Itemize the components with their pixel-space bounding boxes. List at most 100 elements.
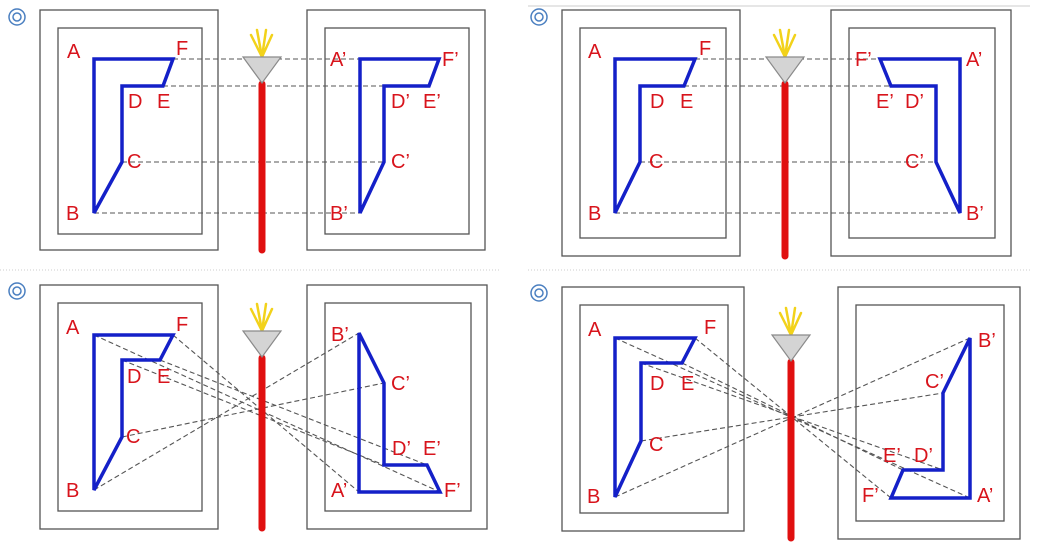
image-board-outer	[306, 284, 488, 530]
vertex-label-b: B	[588, 203, 601, 225]
vertex-label-b: B	[66, 203, 79, 225]
vertex-label-a2: A’	[330, 49, 346, 71]
lamp-ray	[255, 28, 264, 59]
object-board-outer	[39, 284, 219, 530]
vertex-label-f: F	[699, 38, 711, 60]
image-board-inner	[324, 27, 470, 235]
vertex-label-e: E	[681, 373, 694, 395]
vertex-label-c: C	[649, 151, 663, 173]
image-board-inner	[848, 27, 996, 239]
vertex-label-a: A	[588, 319, 602, 341]
image-board-outer	[830, 9, 1012, 257]
vertex-label-c2: C’	[905, 151, 924, 173]
vertex-label-c2: C’	[925, 371, 944, 393]
object-board-inner	[57, 27, 203, 235]
object-board-outer	[561, 286, 745, 532]
object-shape	[92, 333, 176, 491]
vertex-label-f: F	[176, 38, 188, 60]
vertex-label-f: F	[176, 314, 188, 336]
lamp-icon	[241, 302, 283, 359]
lamp-ray	[260, 302, 268, 333]
lamp-ray	[789, 311, 803, 337]
projection-line	[121, 382, 385, 438]
vertex-label-d2: D’	[392, 438, 411, 460]
vertex-label-b: B	[587, 486, 600, 508]
projection-line	[172, 334, 360, 493]
vertex-label-c: C	[126, 426, 140, 448]
lamp-ray	[260, 307, 274, 333]
object-shape	[92, 57, 176, 214]
lamp-icon	[241, 28, 283, 85]
vertex-label-d: D	[650, 373, 664, 395]
vertex-label-e2: E’	[876, 91, 894, 113]
vertex-label-d2: D’	[905, 91, 924, 113]
image-shape	[358, 57, 442, 214]
lamp-ray	[260, 33, 274, 59]
vertex-label-e2: E’	[883, 445, 901, 467]
lamp-shade	[764, 56, 806, 85]
vertex-label-e: E	[157, 366, 170, 388]
vertex-label-a2: A’	[966, 49, 982, 71]
vertex-label-c: C	[649, 434, 663, 456]
vertex-label-d: D	[650, 91, 664, 113]
lamp-ray	[783, 28, 791, 59]
vertex-label-a: A	[588, 41, 602, 63]
vertex-label-f: F	[704, 317, 716, 339]
projection-line	[93, 332, 360, 491]
circle-bullet-icon	[530, 8, 548, 26]
vertex-label-e: E	[157, 91, 170, 113]
image-shape	[877, 57, 962, 214]
vertex-label-b: B	[66, 480, 79, 502]
vertex-label-f2: F’	[862, 485, 879, 507]
object-board-outer	[39, 9, 219, 251]
object-board-outer	[561, 9, 741, 257]
image-board-inner	[324, 302, 472, 512]
circle-bullet-icon	[530, 284, 548, 302]
circle-bullet-icon	[8, 282, 26, 300]
lamp-shade	[241, 330, 283, 359]
lamp-shade	[241, 56, 283, 85]
lamp-ray	[783, 33, 797, 59]
vertex-label-f2: F’	[444, 480, 461, 502]
image-board-outer	[837, 286, 1021, 540]
object-shape	[613, 57, 698, 214]
vertex-label-a2: A’	[977, 485, 993, 507]
lamp-ray	[255, 302, 264, 333]
object-shape	[613, 336, 698, 498]
image-board-outer	[306, 9, 486, 251]
vertex-label-d2: D’	[914, 445, 933, 467]
vertex-label-f2: F’	[855, 49, 872, 71]
vertex-label-e2: E’	[423, 438, 441, 460]
image-board-inner	[855, 304, 1005, 522]
lamp-ray	[784, 306, 793, 337]
image-shape	[888, 337, 972, 500]
image-shape	[357, 332, 443, 494]
vertex-label-a2: A’	[331, 480, 347, 502]
vertex-label-c2: C’	[391, 151, 410, 173]
object-board-inner	[579, 27, 727, 239]
lamp-shade	[770, 334, 812, 363]
vertex-label-d2: D’	[391, 91, 410, 113]
vertex-label-e2: E’	[423, 91, 441, 113]
vertex-label-a: A	[67, 41, 81, 63]
vertex-label-b2: B’	[978, 330, 996, 352]
vertex-label-b2: B’	[331, 324, 349, 346]
object-board-inner	[57, 302, 203, 512]
projection-line	[121, 359, 385, 466]
vertex-label-b2: B’	[330, 203, 348, 225]
lamp-ray	[260, 28, 268, 59]
lamp-ray	[778, 28, 787, 59]
vertex-label-c: C	[127, 151, 141, 173]
vertex-label-a: A	[66, 317, 80, 339]
object-board-inner	[579, 304, 729, 514]
vertex-label-f2: F’	[442, 49, 459, 71]
lamp-icon	[764, 28, 806, 85]
vertex-label-c2: C’	[391, 373, 410, 395]
projection-line	[159, 359, 428, 466]
vertex-label-e: E	[680, 91, 693, 113]
vertex-label-b2: B’	[966, 203, 984, 225]
